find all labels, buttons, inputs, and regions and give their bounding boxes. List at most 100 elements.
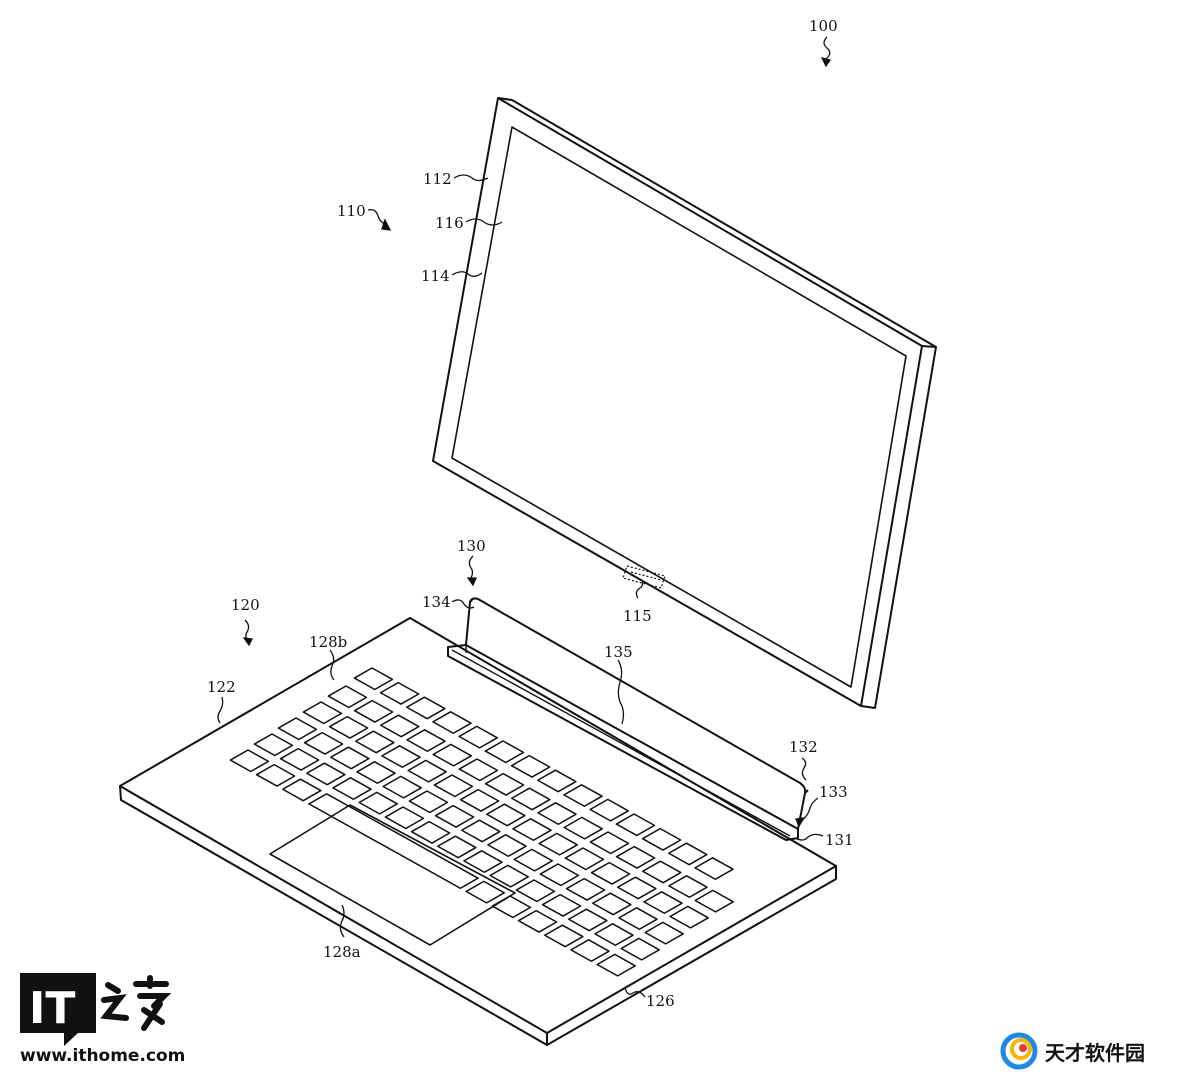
keyboard-key xyxy=(694,889,734,913)
keyboard-key xyxy=(432,743,472,767)
keyboard-key xyxy=(355,730,395,754)
base-assembly xyxy=(119,617,837,1046)
display-assembly xyxy=(432,97,937,709)
ithome-url: www.ithome.com xyxy=(20,1046,185,1066)
label-114: 114 xyxy=(421,267,450,285)
keyboard-key xyxy=(353,699,394,723)
keyboard-key xyxy=(537,769,577,793)
keyboard-key xyxy=(487,834,527,858)
keyboard-key xyxy=(589,798,629,822)
keyboard-key xyxy=(384,806,425,830)
keyboard-key xyxy=(379,681,420,705)
label-116: 116 xyxy=(435,214,464,232)
keyboard-key xyxy=(544,924,584,948)
tiancai-watermark: 天才软件园 xyxy=(1000,1032,1145,1070)
label-134: 134 xyxy=(422,593,451,611)
keyboard-key xyxy=(406,696,446,720)
keyboard-key xyxy=(491,895,532,919)
keyboard-key xyxy=(620,937,660,961)
keyboard-key xyxy=(668,842,708,866)
keyboard-key xyxy=(382,775,422,799)
keyboard-key xyxy=(302,701,343,725)
keyboard-key xyxy=(515,879,556,903)
keyboard-key xyxy=(463,850,503,874)
keyboard-key xyxy=(433,774,474,798)
keyboard-key xyxy=(465,880,505,904)
dock-edge-132 xyxy=(804,789,809,794)
keyboard-key xyxy=(408,790,449,814)
keyboard-key xyxy=(565,877,606,901)
reference-labels: 100 110 112 116 114 115 130 134 120 128b… xyxy=(207,17,854,1010)
keyboard-key xyxy=(564,847,605,871)
keyboard-key xyxy=(381,745,421,769)
keyboard-key xyxy=(563,816,603,840)
keyboard-key xyxy=(512,818,552,842)
keyboard-key xyxy=(279,747,320,771)
keyboard-key xyxy=(458,725,498,749)
keyboard-key xyxy=(537,802,577,826)
keyboard-spacebar xyxy=(307,792,480,890)
keyboard-key xyxy=(592,892,632,916)
hinge-dock xyxy=(447,597,809,841)
keyboard-key xyxy=(615,845,656,869)
keyboard-key xyxy=(358,791,398,815)
keyboard-key xyxy=(590,861,631,885)
label-132: 132 xyxy=(789,738,818,756)
keyboard-key xyxy=(484,740,525,764)
keyboard-key xyxy=(255,763,296,787)
keyboard-key xyxy=(356,761,396,785)
keyboard-key xyxy=(437,835,477,859)
keyboard-key xyxy=(539,863,580,887)
keyboard-key xyxy=(303,731,344,755)
keyboard-key xyxy=(538,832,578,856)
keyboard-key xyxy=(406,729,446,753)
keyboard-key xyxy=(380,714,420,738)
keyboard-key xyxy=(594,923,634,947)
keyboard-key xyxy=(589,831,630,855)
keyboard-key xyxy=(229,749,270,773)
keyboard-key xyxy=(407,759,447,783)
leader-lines xyxy=(217,36,832,998)
label-128a: 128a xyxy=(323,943,361,961)
ithome-logo-glyphs xyxy=(100,975,172,1031)
label-126: 126 xyxy=(646,992,675,1010)
keyboard-key xyxy=(458,758,499,782)
tiancai-logo-icon xyxy=(1000,1032,1038,1070)
keyboard-key xyxy=(669,905,709,929)
keyboard-key xyxy=(489,864,529,888)
display-edge xyxy=(497,97,937,709)
keyboard-key xyxy=(277,717,318,741)
keyboard-key xyxy=(282,778,322,802)
keyboard-key xyxy=(517,909,558,933)
label-110: 110 xyxy=(337,202,366,220)
keyboard-key xyxy=(513,848,553,872)
keyboard-key xyxy=(618,907,658,931)
label-133: 133 xyxy=(819,783,848,801)
keyboard-key xyxy=(570,939,610,963)
label-115: 115 xyxy=(623,607,652,625)
keyboard-key xyxy=(668,875,708,899)
keyboard-key xyxy=(511,787,551,811)
ithome-logo-box xyxy=(20,973,96,1033)
label-130: 130 xyxy=(457,537,486,555)
label-131: 131 xyxy=(825,831,854,849)
display-screen xyxy=(451,126,907,688)
keyboard-key xyxy=(306,762,346,786)
keyboard-key xyxy=(410,820,451,844)
keyboard-key xyxy=(643,891,683,915)
keyboard-key xyxy=(563,784,603,808)
tiancai-text: 天才软件园 xyxy=(1045,1041,1145,1065)
keyboard-key xyxy=(332,777,372,801)
keyboard-key xyxy=(641,827,682,851)
dock-panel-134 xyxy=(465,597,807,830)
keyboard-key xyxy=(432,711,472,735)
label-135: 135 xyxy=(604,643,633,661)
keyboard-key xyxy=(459,788,500,812)
keyboard-key xyxy=(328,715,369,739)
ithome-watermark: IT www.ithome.com xyxy=(20,973,185,1066)
keyboard-key xyxy=(596,953,636,977)
keyboard-key xyxy=(330,746,370,770)
keyboard-128b xyxy=(229,667,734,977)
keyboard-key xyxy=(642,860,682,884)
